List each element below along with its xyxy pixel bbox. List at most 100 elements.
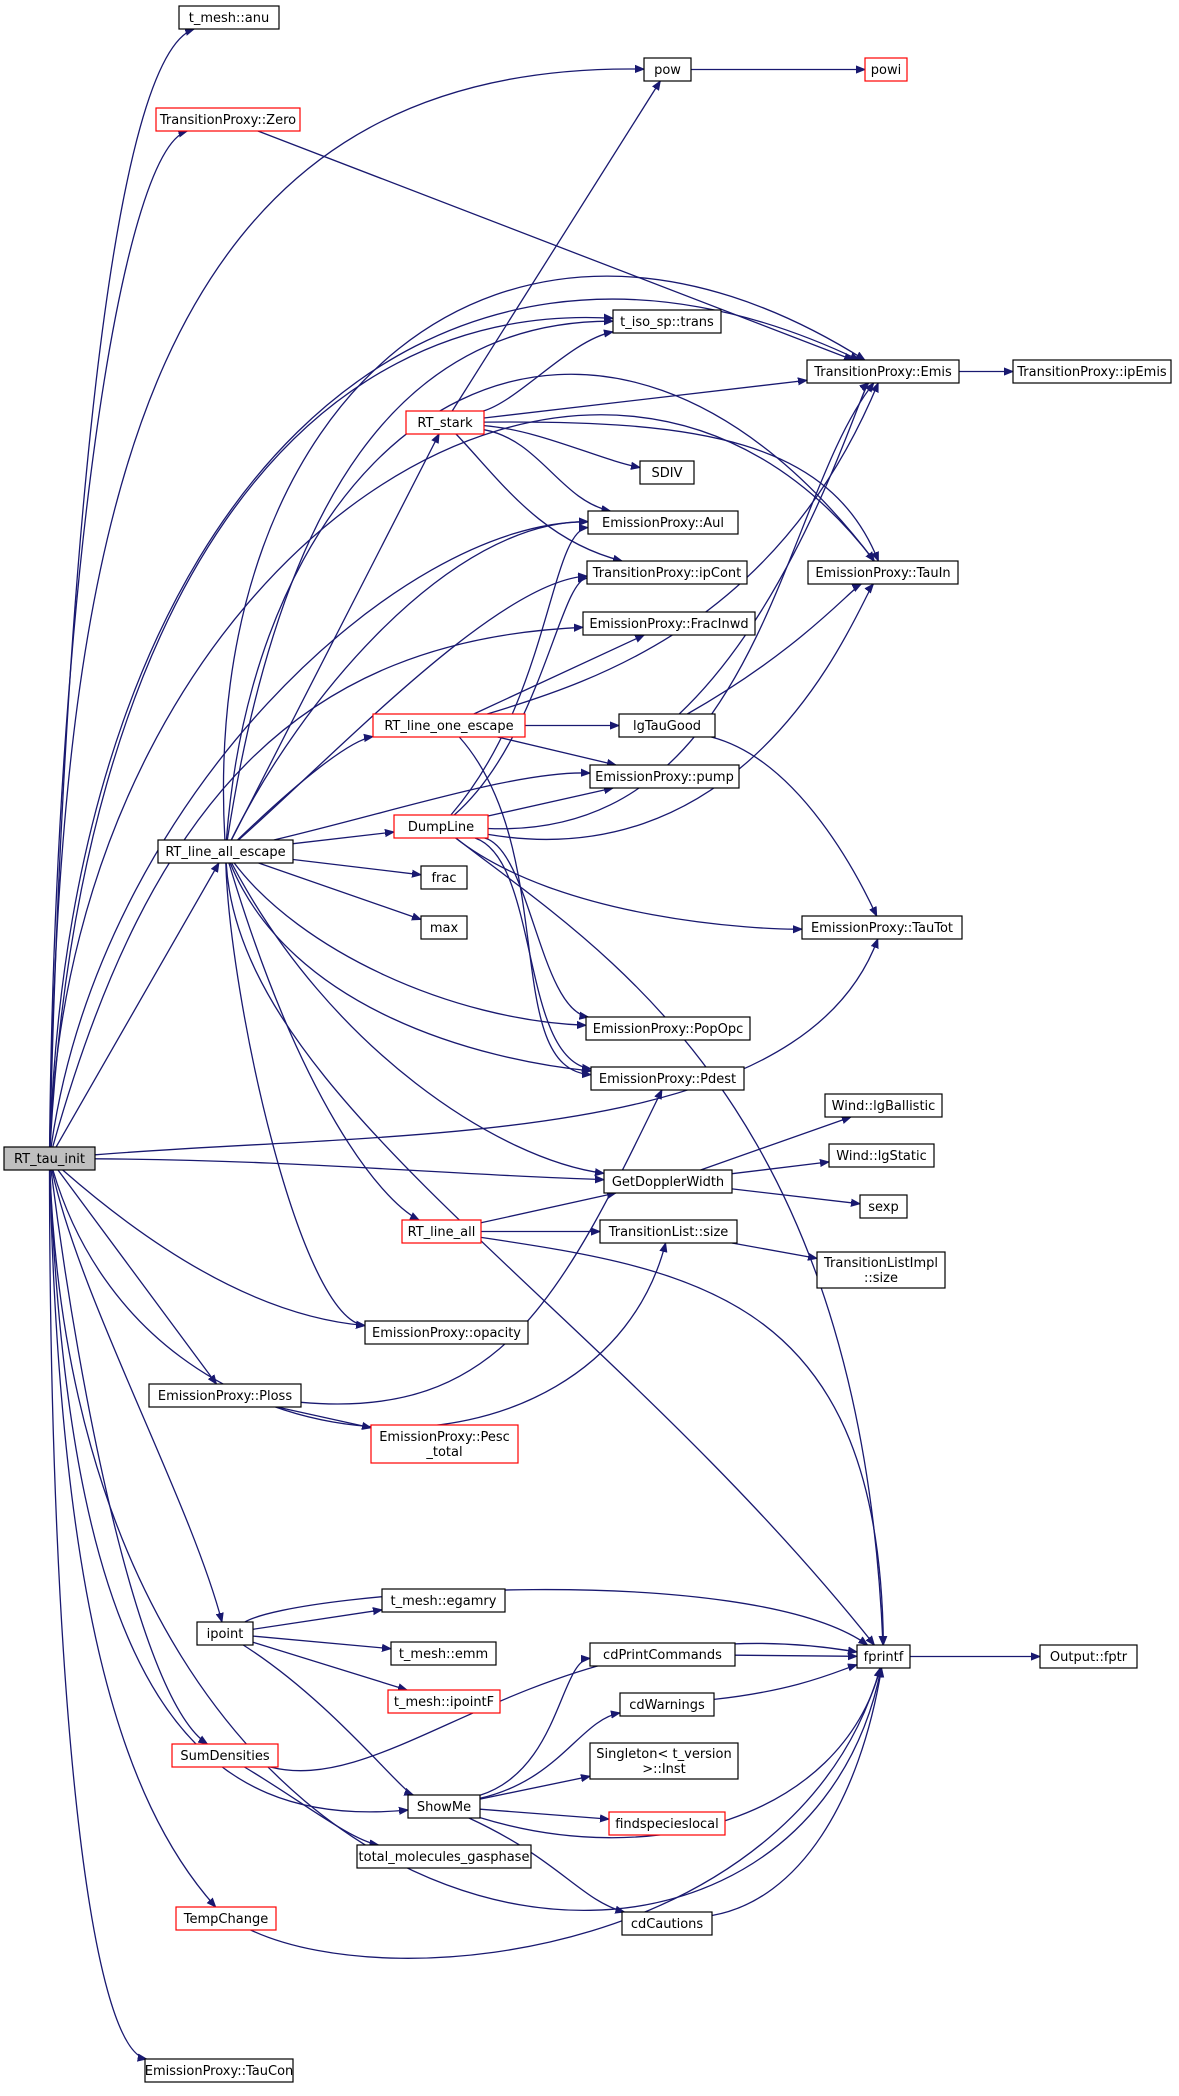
node-box <box>1039 1644 1138 1669</box>
node-sexp[interactable]: sexp <box>859 1194 908 1219</box>
node-box <box>589 1742 739 1780</box>
node-powi[interactable]: powi <box>864 57 908 82</box>
node-fracinwd[interactable]: EmissionProxy::FracInwd <box>582 611 756 636</box>
node-label: EmissionProxy::FracInwd <box>589 617 748 632</box>
node-label: GetDopplerWidth <box>612 1175 724 1190</box>
node-fprintf[interactable]: fprintf <box>856 1644 911 1669</box>
node-opacity[interactable]: EmissionProxy::opacity <box>364 1320 529 1345</box>
node-ipemis[interactable]: TransitionProxy::ipEmis <box>1012 359 1172 384</box>
edge-dumpline-ipcont <box>453 578 587 816</box>
node-cdwarn[interactable]: cdWarnings <box>619 1692 715 1717</box>
node-pdest[interactable]: EmissionProxy::Pdest <box>590 1066 745 1091</box>
node-frac[interactable]: frac <box>420 865 468 890</box>
node-ballistic[interactable]: Wind::lgBallistic <box>824 1093 943 1118</box>
node-box <box>603 1169 733 1194</box>
node-anu[interactable]: t_mesh::anu <box>178 5 280 30</box>
node-box <box>1012 359 1172 384</box>
node-singleton[interactable]: Singleton< t_version>::Inst <box>589 1742 739 1780</box>
edge-root-allesc <box>55 863 219 1148</box>
edge-root-ploss <box>57 1169 217 1384</box>
node-sdiv[interactable]: SDIV <box>639 460 695 485</box>
node-taucon[interactable]: EmissionProxy::TauCon <box>144 2058 294 2083</box>
edge-allesc-oneesc <box>237 737 374 841</box>
node-tlsize[interactable]: TransitionList::size <box>599 1219 738 1244</box>
node-box <box>356 1844 532 1869</box>
edge-allesc-pdest <box>229 862 591 1071</box>
node-box <box>643 57 692 82</box>
node-totmol[interactable]: total_molecules_gasphase <box>356 1844 532 1869</box>
node-stark[interactable]: RT_stark <box>405 410 485 435</box>
node-box <box>816 1251 946 1289</box>
node-pesc[interactable]: EmissionProxy::Pesc_total <box>370 1424 519 1464</box>
node-doppler[interactable]: GetDopplerWidth <box>603 1169 733 1194</box>
node-sumdens[interactable]: SumDensities <box>171 1743 279 1768</box>
node-ipcont[interactable]: TransitionProxy::ipCont <box>586 560 748 585</box>
node-fptr[interactable]: Output::fptr <box>1039 1644 1138 1669</box>
edge-allesc-emis <box>222 275 864 841</box>
node-box <box>3 1146 96 1171</box>
node-box <box>196 1621 254 1646</box>
node-tlimpl[interactable]: TransitionListImpl::size <box>816 1251 946 1289</box>
edge-root-aul <box>50 522 588 1148</box>
node-emm[interactable]: t_mesh::emm <box>390 1641 497 1666</box>
node-zero[interactable]: TransitionProxy::Zero <box>155 107 301 132</box>
node-box <box>144 2058 294 2083</box>
node-allesc[interactable]: RT_line_all_escape <box>157 839 294 864</box>
node-static[interactable]: Wind::lgStatic <box>828 1143 935 1168</box>
node-trans[interactable]: t_iso_sp::trans <box>612 309 722 334</box>
node-egamry[interactable]: t_mesh::egamry <box>381 1588 506 1613</box>
edge-allesc-frac <box>292 858 421 875</box>
node-ipointf[interactable]: t_mesh::ipointF <box>387 1689 501 1714</box>
node-box <box>155 107 301 132</box>
edge-oneesc-emis <box>487 383 879 715</box>
node-label: t_iso_sp::trans <box>620 315 714 330</box>
edge-ipoint-fprintf <box>244 1588 868 1645</box>
node-box <box>582 611 756 636</box>
node-lgtau[interactable]: lgTauGood <box>618 713 716 738</box>
edge-cdwarn-fprintf <box>713 1665 857 1701</box>
node-showme[interactable]: ShowMe <box>407 1794 481 1819</box>
edge-ploss-pdest <box>300 1090 663 1405</box>
node-pow[interactable]: pow <box>643 57 692 82</box>
node-label: EmissionProxy::opacity <box>372 1326 521 1341</box>
node-box <box>801 915 963 940</box>
node-box <box>405 410 485 435</box>
node-popopc[interactable]: EmissionProxy::PopOpc <box>585 1016 751 1041</box>
edge-showme-findsp <box>479 1808 609 1819</box>
node-label: cdPrintCommands <box>603 1648 722 1663</box>
node-box <box>148 1383 302 1408</box>
node-label: RT_tau_init <box>14 1152 85 1167</box>
node-label: RT_line_one_escape <box>384 719 513 734</box>
node-label: >::Inst <box>642 1762 686 1777</box>
node-emis[interactable]: TransitionProxy::Emis <box>806 359 960 384</box>
node-cdprint[interactable]: cdPrintCommands <box>589 1642 736 1667</box>
node-findsp[interactable]: findspecieslocal <box>608 1811 726 1836</box>
node-label: cdWarnings <box>629 1698 705 1713</box>
edge-sumdens-totmol <box>244 1766 378 1845</box>
node-dumpline[interactable]: DumpLine <box>393 814 489 839</box>
node-lineall[interactable]: RT_line_all <box>401 1219 482 1244</box>
node-label: EmissionProxy::Ploss <box>158 1389 292 1404</box>
node-ipoint[interactable]: ipoint <box>196 1621 254 1646</box>
edge-root-doppler <box>94 1158 604 1180</box>
edge-oneesc-pdest <box>458 736 591 1075</box>
edge-cdprint-fprintf <box>734 1655 857 1656</box>
node-label: t_mesh::ipointF <box>394 1695 494 1710</box>
node-aul[interactable]: EmissionProxy::Aul <box>587 510 739 535</box>
node-label: SDIV <box>652 466 683 481</box>
node-cdcaut[interactable]: cdCautions <box>621 1911 713 1936</box>
edge-doppler-sexp <box>731 1188 860 1204</box>
node-label: Singleton< t_version <box>596 1747 732 1762</box>
node-max[interactable]: max <box>420 915 468 940</box>
node-tempchange[interactable]: TempChange <box>175 1906 277 1931</box>
node-tautot[interactable]: EmissionProxy::TauTot <box>801 915 963 940</box>
node-pump[interactable]: EmissionProxy::pump <box>589 764 740 789</box>
node-box <box>364 1320 529 1345</box>
edge-lineall-doppler <box>480 1193 616 1224</box>
edge-ipoint-showme <box>242 1644 413 1795</box>
node-root[interactable]: RT_tau_init <box>3 1146 96 1171</box>
node-oneesc[interactable]: RT_line_one_escape <box>372 713 526 738</box>
node-ploss[interactable]: EmissionProxy::Ploss <box>148 1383 302 1408</box>
node-tauin[interactable]: EmissionProxy::TauIn <box>807 560 959 585</box>
edge-allesc-ipcont <box>238 576 588 841</box>
